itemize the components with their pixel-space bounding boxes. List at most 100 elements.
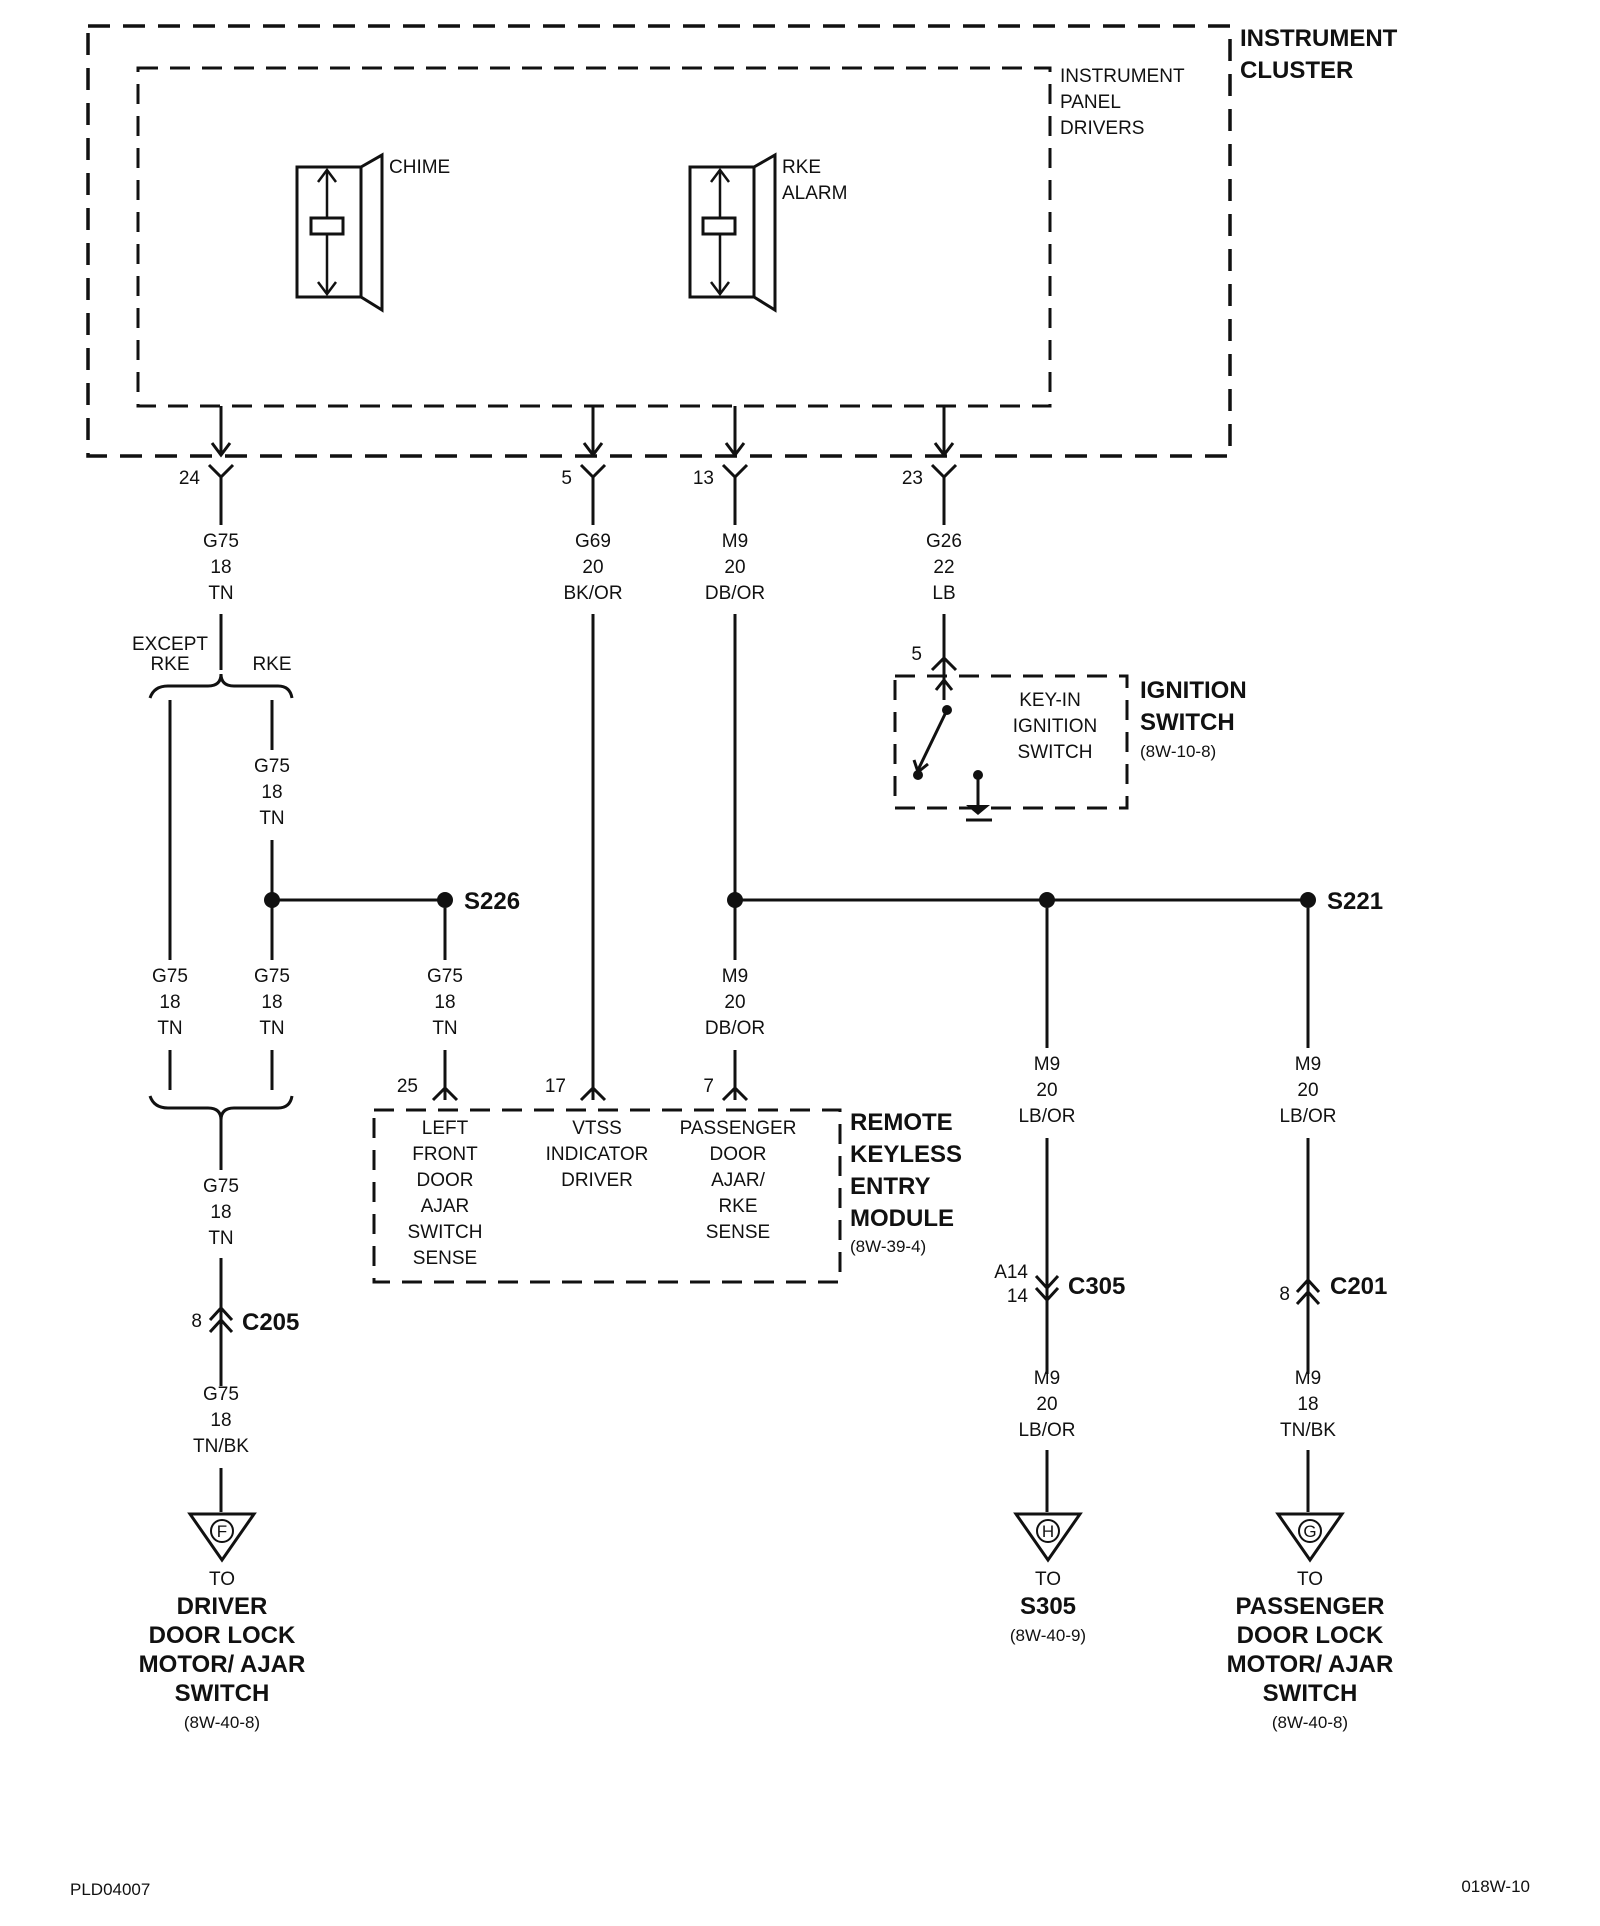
c305-upper-gauge: 20 [1036,1080,1057,1101]
c201-upper-circuit: M9 [1295,1054,1321,1075]
destination-h-letter: H [1042,1522,1054,1541]
m9-down-color: DB/OR [705,1018,765,1039]
c201-upper-color: LB/OR [1279,1106,1336,1127]
chime-speaker-icon [295,152,384,313]
rke-title-3: ENTRY [850,1173,930,1200]
ignition-ref: (8W-10-8) [1140,742,1216,761]
destination-h-triangle [1013,1512,1083,1563]
destination-f-ref: (8W-40-8) [184,1713,260,1732]
destination-h-ref: (8W-40-9) [1010,1626,1086,1645]
f-lower-gauge: 18 [210,1410,231,1431]
branch-brace-top [148,673,294,699]
w23-circuit: G26 [926,531,962,552]
rke-alarm-label-1: RKE [782,157,821,178]
rke-col2-3: DRIVER [561,1170,633,1191]
destination-g-name-3: MOTOR/ AJAR [1227,1651,1394,1678]
ignition-pin-connector [930,655,958,672]
pin-23: 23 [902,468,923,489]
m9-branch-node [1039,892,1055,908]
w13-gauge: 20 [724,557,745,578]
rke-module [372,1085,842,1284]
ignition-title-1: IGNITION [1140,677,1247,704]
rke-lower-color: TN [259,1018,284,1039]
c201-lower-circuit: M9 [1295,1368,1321,1389]
c305-lower-circuit: M9 [1034,1368,1060,1389]
destination-g-letter: G [1303,1522,1316,1541]
rke-col2-2: INDICATOR [546,1144,649,1165]
destination-f-name-4: SWITCH [175,1680,270,1707]
rke-title-4: MODULE [850,1205,954,1232]
rke-col2-1: VTSS [572,1118,622,1139]
rke-col1-6: SENSE [413,1248,477,1269]
s226-down-gauge: 18 [434,992,455,1013]
rke-alarm-speaker-icon [688,152,777,313]
c201-pin: 8 [1279,1284,1290,1305]
destination-g-name-4: SWITCH [1263,1680,1358,1707]
rke-branch-gauge: 18 [261,782,282,803]
pin-5: 5 [561,468,572,489]
rke-col3-3: AJAR/ [711,1170,766,1191]
rke-col3-2: DOOR [710,1144,767,1165]
drivers-label-2: PANEL [1060,92,1121,113]
w13-circuit: M9 [722,531,748,552]
w24-color: TN [208,583,233,604]
ignition-switch-outline [893,674,1129,810]
w13-color: DB/OR [705,583,765,604]
merged-circuit: G75 [203,1176,239,1197]
rke-col1-4: AJAR [421,1196,470,1217]
branch-brace-bottom [148,1095,294,1121]
rke-col1-5: SWITCH [408,1222,483,1243]
m9-down-circuit: M9 [722,966,748,987]
c305-connector-symbol [1034,1274,1060,1303]
c305-lower-gauge: 20 [1036,1394,1057,1415]
c305-label: C305 [1068,1273,1125,1300]
destination-f-triangle [187,1512,257,1563]
f-lower-color: TN/BK [193,1436,249,1457]
rke-pin-17: 17 [545,1076,566,1097]
rke-ref: (8W-39-4) [850,1237,926,1256]
rke-pin-25: 25 [397,1076,418,1097]
w5-color: BK/OR [563,583,622,604]
s226-down-circuit: G75 [427,966,463,987]
instrument-cluster-title-1: INSTRUMENT [1240,25,1398,52]
footer-right-code: 018W-10 [1461,1877,1530,1896]
destination-g-name-1: PASSENGER [1236,1593,1385,1620]
destination-f-name-2: DOOR LOCK [149,1622,296,1649]
c205-pin: 8 [191,1311,202,1332]
w5-gauge: 20 [582,557,603,578]
destination-g-ref: (8W-40-8) [1272,1713,1348,1732]
rke-title-1: REMOTE [850,1109,953,1136]
s226-node [437,892,453,908]
c205-connector-symbol [208,1305,234,1334]
c201-upper-gauge: 20 [1297,1080,1318,1101]
instrument-cluster: INSTRUMENT CLUSTER INSTRUMENT PANEL DRIV… [86,24,1398,458]
ignition-inner-2: IGNITION [1013,716,1097,737]
c201-label: C201 [1330,1273,1387,1300]
c305-pin-a: A14 [994,1262,1028,1283]
c205-label: C205 [242,1309,299,1336]
ignition-inner-3: SWITCH [1018,742,1093,763]
s226-label: S226 [464,888,520,915]
rke-col1-3: DOOR [417,1170,474,1191]
instrument-panel-drivers-outline [136,66,1052,408]
rke-module-outline [372,1108,842,1284]
c305-pin-b: 14 [1007,1286,1029,1307]
c201-lower-gauge: 18 [1297,1394,1318,1415]
c305-upper-circuit: M9 [1034,1054,1060,1075]
destination-h-name-1: S305 [1020,1593,1076,1620]
ignition-pin: 5 [911,644,922,665]
rke-branch-color: TN [259,808,284,829]
c305-lower-color: LB/OR [1018,1420,1075,1441]
destination-f-to: TO [209,1569,235,1590]
rke-col3-4: RKE [718,1196,757,1217]
ignition-inner-1: KEY-IN [1019,690,1081,711]
w23-gauge: 22 [933,557,954,578]
ignition-title-2: SWITCH [1140,709,1235,736]
ignition-switch [893,670,1129,822]
drivers-label-3: DRIVERS [1060,118,1144,139]
destination-g-triangle [1275,1512,1345,1563]
cluster-output-arrows [210,406,955,458]
merged-color: TN [208,1228,233,1249]
rke-col3-1: PASSENGER [680,1118,797,1139]
